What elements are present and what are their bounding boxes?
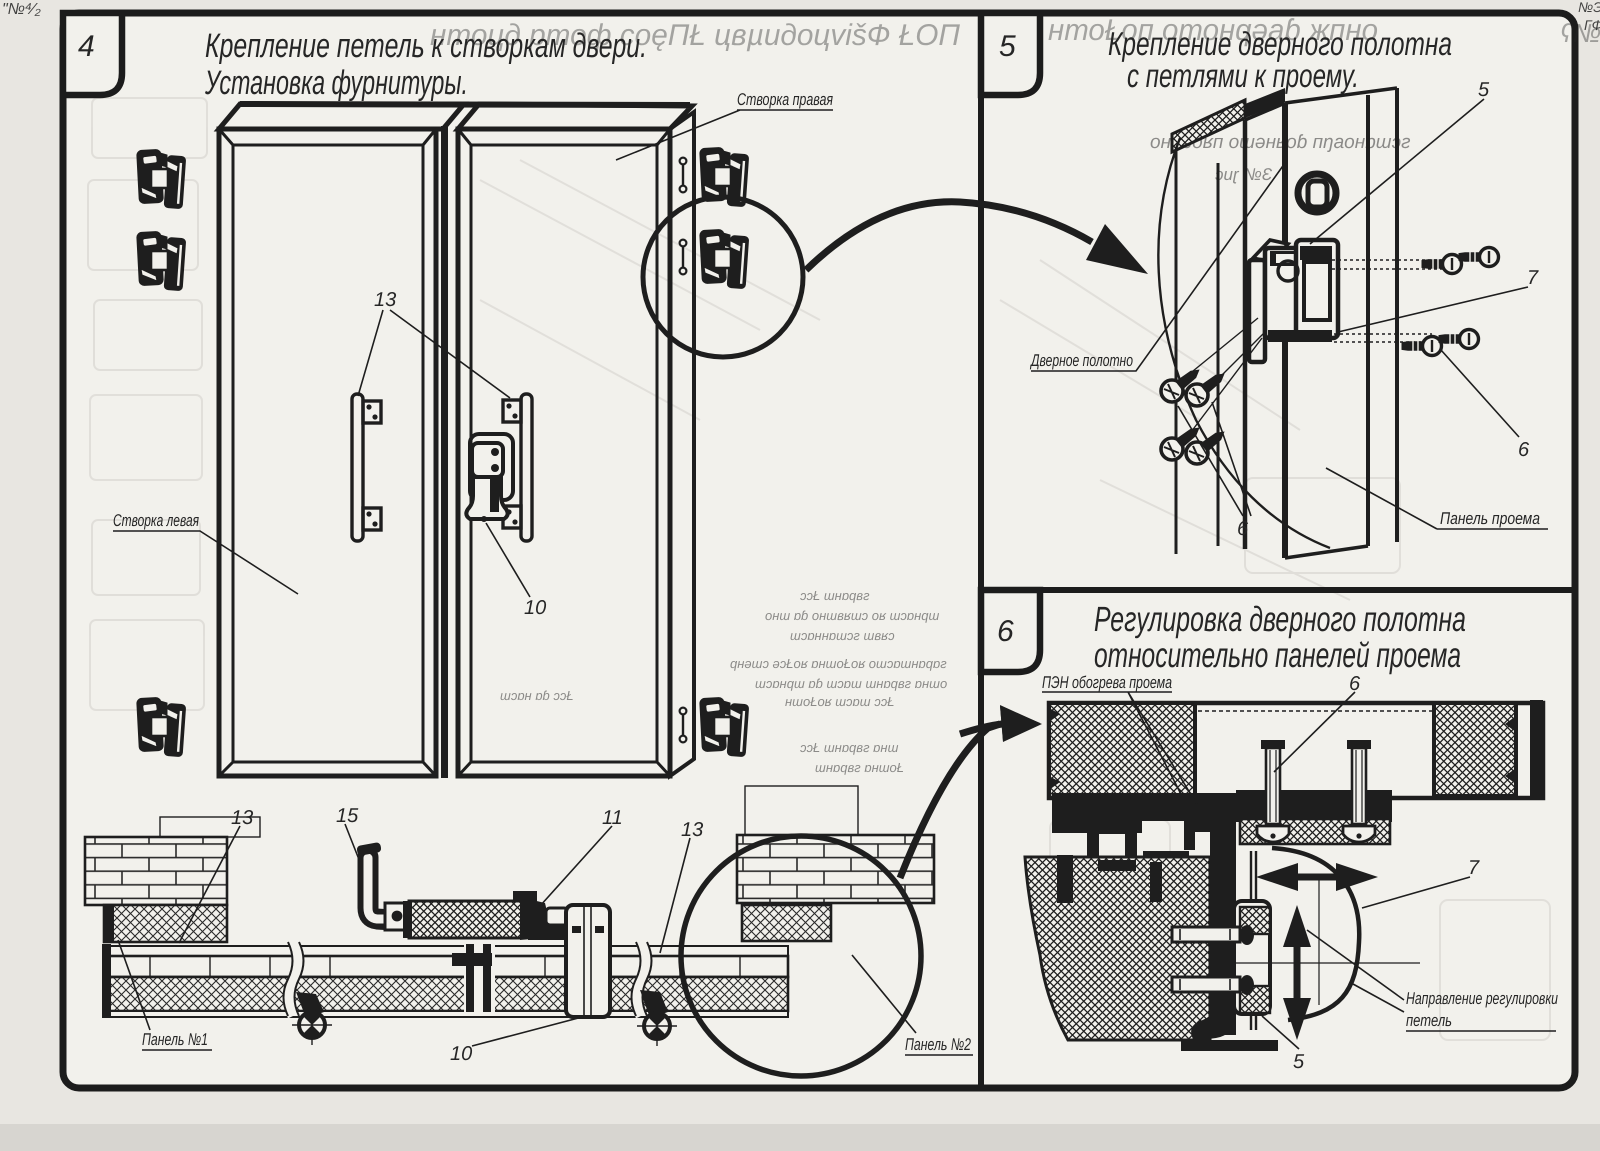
svg-text:ɔɔŁ ɯнɒqвƨ: ɔɔŁ ɯнɒqвƨ: [800, 588, 870, 603]
svg-text:"№⁴⁄₂: "№⁴⁄₂: [2, 1, 41, 18]
svg-text:онɯ ɒɓ онɯвʁɯɔ оʁ ɯɔɒнqɯ: онɯ ɒɓ онɯвʁɯɔ оʁ ɯɔɒнqɯ: [765, 608, 940, 623]
svg-text:ɯɔɒнqɯ ɒɓ ɯɔɒɯ ɯнɒqвƨ ɒнɯо: ɯɔɒнqɯ ɒɓ ɯɔɒɯ ɯнɒqвƨ ɒнɯо: [755, 676, 947, 691]
svg-text:№Э: №Э: [1578, 0, 1600, 15]
svg-text:Дверное полотно: Дверное полотно: [1030, 351, 1133, 370]
svg-text:5: 5: [1293, 1051, 1305, 1073]
svg-text:6: 6: [1349, 673, 1361, 695]
svg-text:13: 13: [374, 289, 396, 311]
svg-text:Створка левая: Створка левая: [113, 511, 199, 530]
svg-text:6: 6: [1518, 439, 1530, 461]
svg-text:ɯɔɒн ɒɓ ɔɔŁ: ɯɔɒн ɒɓ ɔɔŁ: [500, 688, 574, 703]
svg-text:7: 7: [1527, 267, 1539, 289]
svg-text:относительно панелей проема: относительно панелей проема: [1094, 636, 1461, 675]
svg-text:5: 5: [999, 30, 1016, 63]
svg-text:Панель №2: Панель №2: [905, 1035, 971, 1054]
svg-text:Регулировка дверного полотна: Регулировка дверного полотна: [1094, 600, 1466, 639]
svg-text:13: 13: [681, 819, 703, 841]
svg-text:онəɓоʁп оɯəнʁоɓ пŋаонɒɯɔƨ: онəɓоʁп оɯəнʁоɓ пŋаонɒɯɔƨ: [1150, 132, 1411, 153]
svg-text:10: 10: [450, 1043, 472, 1065]
svg-text:нтоŁоп отонqəаɓ жпно: нтоŁоп отонqəаɓ жпно: [1048, 14, 1378, 47]
svg-text:нтоцд ртоф соęПŁ цвµидоцvišФ Ł: нтоцд ртоф соęПŁ цвµидоцvišФ ŁОП: [430, 19, 960, 52]
svg-text:ПЭН обогрева проема: ПЭН обогрева проема: [1042, 673, 1172, 692]
svg-text:Установка фурнитуры.: Установка фурнитуры.: [204, 64, 468, 102]
svg-text:ʕ№: ʕ№: [1560, 18, 1600, 48]
svg-text:11: 11: [602, 807, 623, 829]
svg-text:5: 5: [1478, 79, 1490, 101]
svg-text:Крепление дверного полотна: Крепление дверного полотна: [1108, 25, 1452, 62]
svg-text:4: 4: [78, 30, 95, 63]
svg-text:qнəɯɔ əɔŁоʁ ɒнɯоŁоʁ оɯɔɒɯнɒqɒƨ: qнəɯɔ əɔŁоʁ ɒнɯоŁоʁ оɯɔɒɯнɒqɒƨ: [730, 656, 947, 671]
svg-text:ГФ: ГФ: [1584, 17, 1600, 33]
svg-text:нɯоŁоʁ ɯɔɒɯ ɔɔŁ: нɯоŁоʁ ɯɔɒɯ ɔɔŁ: [785, 694, 894, 709]
svg-text:6: 6: [997, 615, 1014, 648]
svg-text:Крепление петель к створкам дв: Крепление петель к створкам двери.: [205, 27, 647, 65]
svg-text:15: 15: [336, 805, 359, 827]
svg-text:ɯɔɒннɒɯɔƨ ɯвʁɔ: ɯɔɒннɒɯɔƨ ɯвʁɔ: [790, 628, 895, 643]
svg-text:Панель №1: Панель №1: [142, 1030, 208, 1049]
svg-text:ɔɔŁ ɯнɒqвƨ ɒнɯ: ɔɔŁ ɯнɒqвƨ ɒнɯ: [800, 740, 899, 755]
svg-text:13: 13: [231, 807, 253, 829]
svg-text:10: 10: [524, 597, 546, 619]
svg-text:6: 6: [1237, 518, 1249, 540]
svg-text:с петлями к проему.: с петлями к проему.: [1127, 57, 1359, 94]
svg-text:7: 7: [1468, 857, 1480, 879]
svg-text:ɯнɒqвƨ ɒнɯоŁ: ɯнɒqвƨ ɒнɯоŁ: [815, 760, 904, 775]
svg-text:Створка правая: Створка правая: [737, 90, 833, 109]
svg-text:петель: петель: [1406, 1011, 1452, 1030]
svg-text:Направление регулировки: Направление регулировки: [1406, 989, 1558, 1008]
svg-text:Панель проема: Панель проема: [1440, 509, 1540, 528]
